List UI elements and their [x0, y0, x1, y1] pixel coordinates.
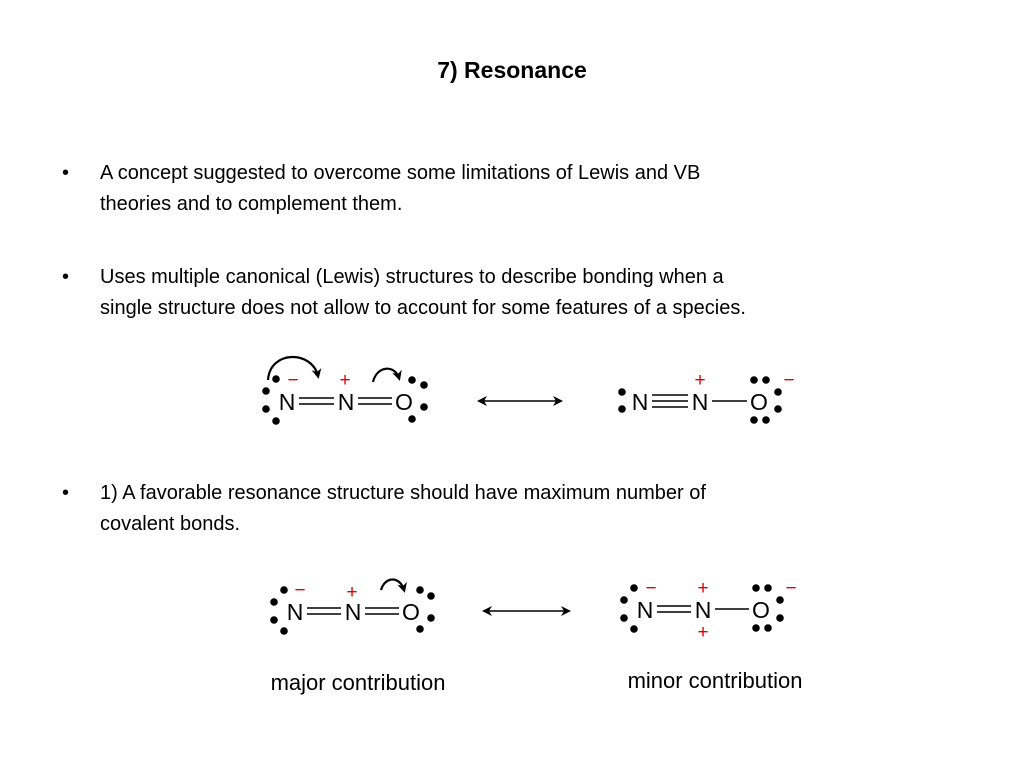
atom-n1: N	[632, 389, 649, 415]
atom-n2: N	[692, 389, 709, 415]
atom-n2: N	[345, 599, 362, 625]
double-bond	[365, 607, 399, 615]
atom-n1: N	[279, 389, 296, 415]
atom-o: O	[750, 389, 768, 415]
top-right-structure: N N O + −	[618, 370, 795, 424]
double-bond	[657, 605, 691, 613]
lone-pair-dots	[618, 376, 782, 424]
positive-charge: +	[339, 370, 350, 391]
bullet-3-line-2: covalent bonds.	[100, 513, 241, 535]
curved-arrow-icon	[266, 355, 322, 381]
positive-charge: +	[697, 578, 708, 599]
lone-pair-dots	[262, 375, 428, 425]
major-contribution-caption: major contribution	[271, 670, 446, 695]
bottom-left-structure: N N O − + major contribution	[270, 578, 446, 695]
bullet-marker: •	[62, 266, 70, 288]
atom-n1: N	[637, 597, 654, 623]
bullet-3-line-1: 1) A favorable resonance structure shoul…	[100, 482, 706, 504]
bullet-1-line-2: theories and to complement them.	[100, 193, 403, 215]
lone-pair-dots	[620, 584, 784, 633]
atom-o: O	[395, 389, 413, 415]
negative-charge: −	[785, 578, 796, 599]
bullet-2-text: Uses multiple canonical (Lewis) structur…	[100, 262, 950, 324]
curved-arrow-icon	[379, 578, 407, 593]
lone-pair-dots	[270, 586, 435, 635]
bullet-2-line-2: single structure does not allow to accou…	[100, 297, 746, 319]
bullet-marker: •	[62, 482, 70, 504]
negative-charge: −	[287, 370, 298, 391]
positive-charge: +	[346, 582, 357, 603]
bullet-marker: •	[62, 162, 70, 184]
positive-charge: +	[697, 622, 708, 643]
triple-bond	[652, 394, 688, 408]
minor-contribution-caption: minor contribution	[628, 668, 803, 693]
atom-o: O	[752, 597, 770, 623]
bottom-right-structure: N N O − + − + minor contribution	[620, 578, 802, 693]
bullet-3-text: 1) A favorable resonance structure shoul…	[100, 478, 950, 540]
slide-title: 7) Resonance	[437, 57, 587, 83]
double-bond	[307, 607, 341, 615]
top-left-structure: N N O − +	[262, 355, 428, 425]
negative-charge: −	[783, 370, 794, 391]
double-bond	[299, 397, 334, 405]
positive-charge: +	[694, 370, 705, 391]
bullet-1-text: A concept suggested to overcome some lim…	[100, 158, 950, 220]
curved-arrow-icon	[371, 367, 402, 383]
bullet-1-line-1: A concept suggested to overcome some lim…	[100, 162, 701, 184]
bullet-2-line-1: Uses multiple canonical (Lewis) structur…	[100, 266, 724, 288]
atom-n2: N	[338, 389, 355, 415]
double-bond	[358, 397, 392, 405]
negative-charge: −	[645, 578, 656, 599]
atom-o: O	[402, 599, 420, 625]
atom-n1: N	[287, 599, 304, 625]
atom-n2: N	[695, 597, 712, 623]
negative-charge: −	[294, 580, 305, 601]
